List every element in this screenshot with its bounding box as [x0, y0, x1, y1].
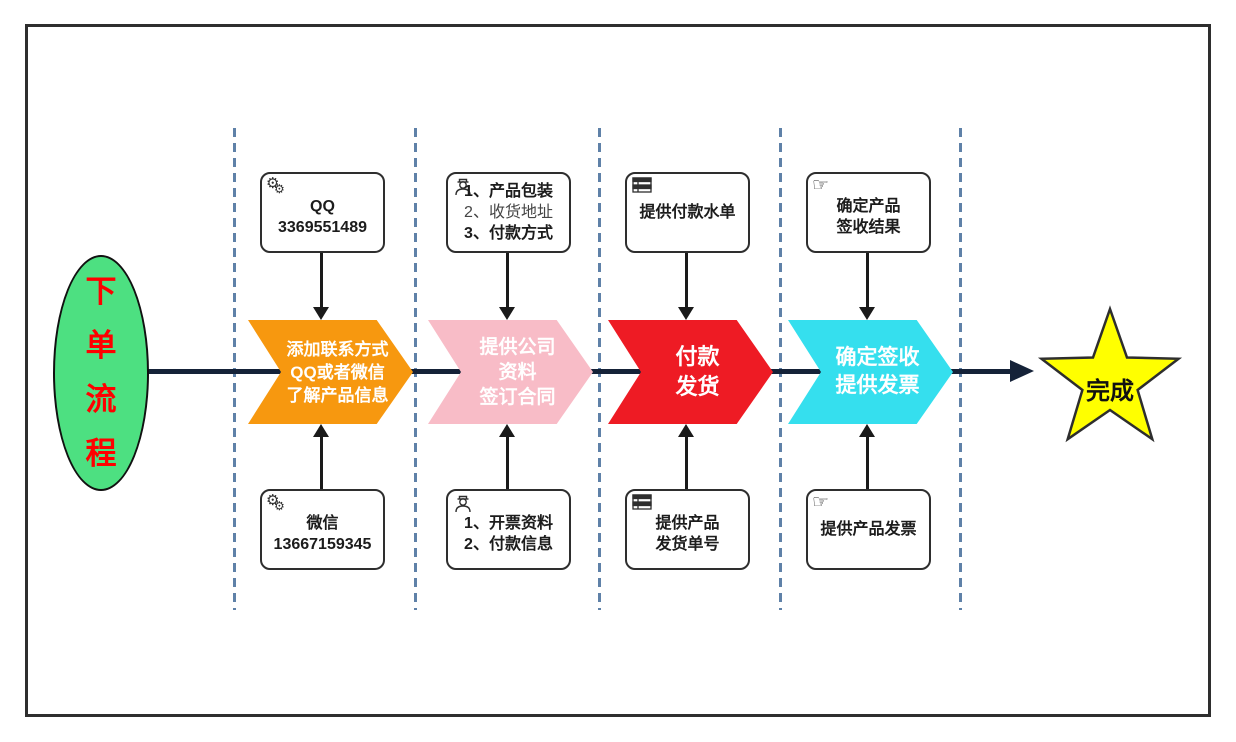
box-line: 微信	[306, 514, 339, 532]
chevron-line: 签订合同	[479, 386, 556, 408]
box-line: 提供产品	[655, 514, 720, 532]
chevron-line: 发货	[675, 374, 720, 399]
box-line: 提供产品发票	[820, 521, 917, 538]
box-line: 3369551489	[278, 218, 367, 236]
note-box-qq: ⚙⚙ QQ 3369551489	[260, 172, 385, 253]
main-flow-arrowhead	[1010, 360, 1034, 382]
chevron-line: 确定签收	[835, 346, 920, 369]
table-icon	[631, 176, 655, 200]
note-box-invoice-info: 1、开票资料 2、付款信息	[446, 489, 571, 570]
chevron-line: 付款	[675, 344, 720, 369]
note-box-payment-slip: 提供付款水单	[625, 172, 750, 253]
chevron-line: 资料	[498, 361, 537, 383]
up-arrowhead	[859, 424, 875, 437]
chevron-line: QQ或者微信	[290, 362, 385, 382]
box-line: 1、开票资料	[464, 514, 553, 532]
box-line: 2、收货地址	[464, 204, 553, 221]
connector-line	[506, 253, 509, 309]
box-line: 1、产品包装	[464, 183, 553, 200]
pointing-hand-icon: ☞	[812, 175, 830, 196]
finish-label: 完成	[1086, 378, 1134, 405]
box-line: QQ	[310, 197, 335, 215]
chevron-line: 了解产品信息	[286, 385, 389, 405]
step-chevron-receipt: 确定签收 提供发票	[788, 320, 953, 424]
start-ellipse: 下 单 流 程	[53, 255, 149, 491]
step-chevron-contact: 添加联系方式 QQ或者微信 了解产品信息	[248, 320, 413, 424]
note-box-product-invoice: ☞ 提供产品发票	[806, 489, 931, 570]
up-arrowhead	[678, 424, 694, 437]
down-arrowhead	[499, 307, 515, 320]
box-line: 3、付款方式	[464, 225, 553, 242]
pointing-hand-icon: ☞	[812, 492, 830, 513]
down-arrowhead	[313, 307, 329, 320]
finish-star	[1035, 303, 1185, 453]
connector-line	[685, 436, 688, 489]
worker-icon	[452, 493, 476, 517]
note-box-receipt-result: ☞ 确定产品 签收结果	[806, 172, 931, 253]
start-label-char: 下	[85, 274, 117, 309]
connector-line	[506, 436, 509, 489]
chevron-line: 提供公司	[479, 336, 556, 358]
connector-line	[320, 436, 323, 489]
down-arrowhead	[678, 307, 694, 320]
up-arrowhead	[313, 424, 329, 437]
box-line: 确定产品	[836, 197, 901, 215]
box-line: 13667159345	[273, 535, 372, 553]
note-box-order-info: 1、产品包装 2、收货地址 3、付款方式	[446, 172, 571, 253]
connector-line	[866, 253, 869, 309]
connector-line	[320, 253, 323, 309]
up-arrowhead	[499, 424, 515, 437]
start-label-char: 流	[85, 382, 117, 417]
box-line: 提供付款水单	[639, 204, 736, 221]
box-line: 发货单号	[655, 535, 720, 553]
table-icon	[631, 493, 655, 517]
start-label-char: 单	[85, 328, 117, 363]
worker-icon	[452, 176, 476, 200]
note-box-wechat: ⚙⚙ 微信 13667159345	[260, 489, 385, 570]
gears-icon: ⚙⚙	[266, 175, 285, 196]
note-box-shipping-number: 提供产品 发货单号	[625, 489, 750, 570]
connector-line	[685, 253, 688, 309]
connector-line	[866, 436, 869, 489]
start-label-char: 程	[85, 436, 117, 471]
gears-icon: ⚙⚙	[266, 492, 285, 513]
chevron-line: 添加联系方式	[286, 339, 389, 359]
chevron-line: 提供发票	[835, 374, 920, 397]
box-line: 2、付款信息	[464, 535, 553, 553]
box-line: 签收结果	[836, 218, 901, 236]
star-shape	[1037, 305, 1183, 443]
down-arrowhead	[859, 307, 875, 320]
